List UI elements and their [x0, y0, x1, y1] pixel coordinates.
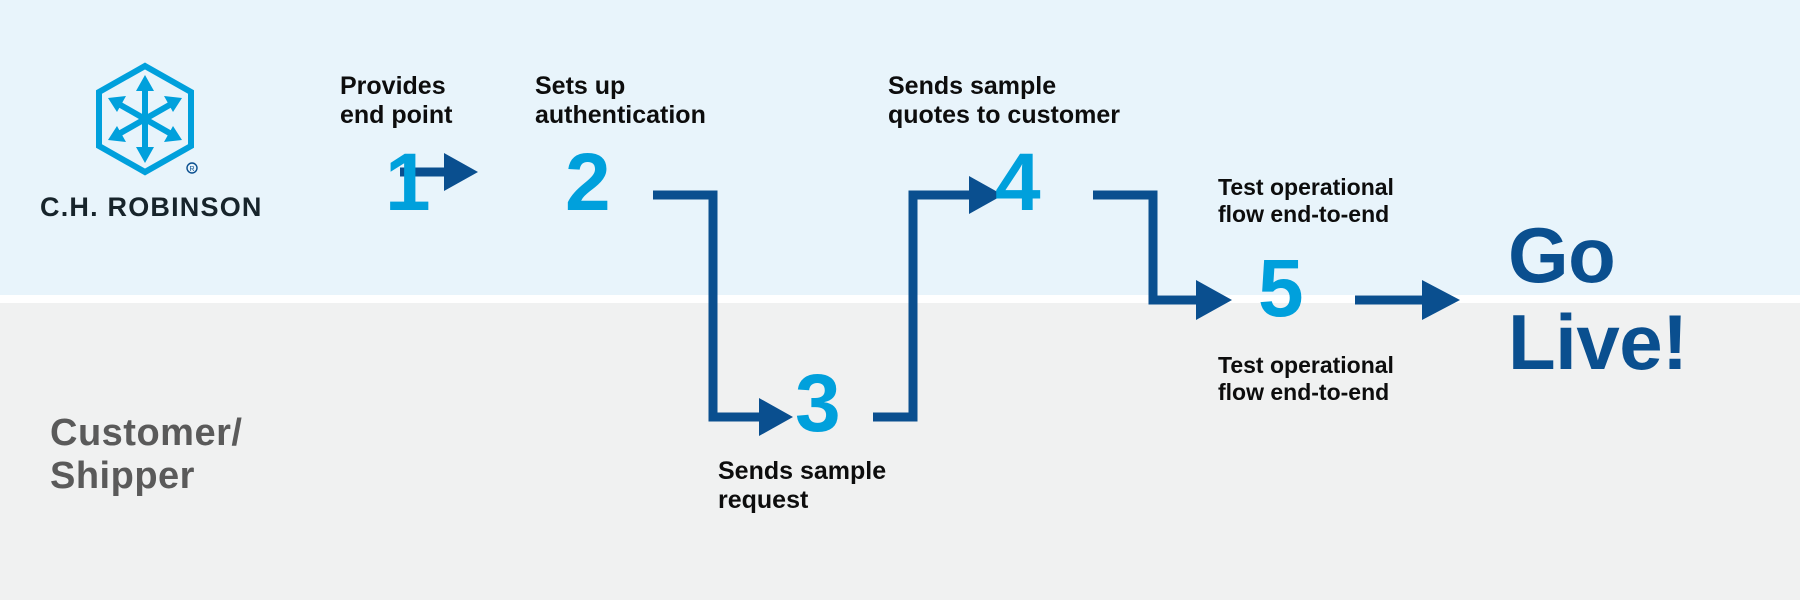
step-number-2: 2 [565, 137, 611, 228]
outcome-go-live: Go Live! [1508, 211, 1688, 387]
step-caption-5-top: Test operational flow end-to-end [1218, 174, 1394, 227]
brand-wordmark: C.H. ROBINSON [40, 192, 263, 222]
step-number-1: 1 [385, 137, 431, 228]
step-caption-1: Provides end point [340, 72, 453, 130]
step-caption-5-bottom: Test operational flow end-to-end [1218, 352, 1394, 405]
brand-logo: R C.H. ROBINSON [40, 62, 263, 223]
svg-text:R: R [189, 166, 194, 173]
step-caption-2: Sets up authentication [535, 72, 706, 130]
step-caption-3: Sends sample request [718, 457, 887, 515]
lane-label-customer-shipper: Customer/ Shipper [50, 412, 243, 498]
step-number-5: 5 [1258, 243, 1304, 334]
step-caption-4: Sends sample quotes to customer [888, 72, 1120, 130]
step-number-3: 3 [795, 358, 841, 449]
step-number-4: 4 [995, 137, 1041, 228]
hexagon-arrows-icon: R [96, 62, 198, 176]
